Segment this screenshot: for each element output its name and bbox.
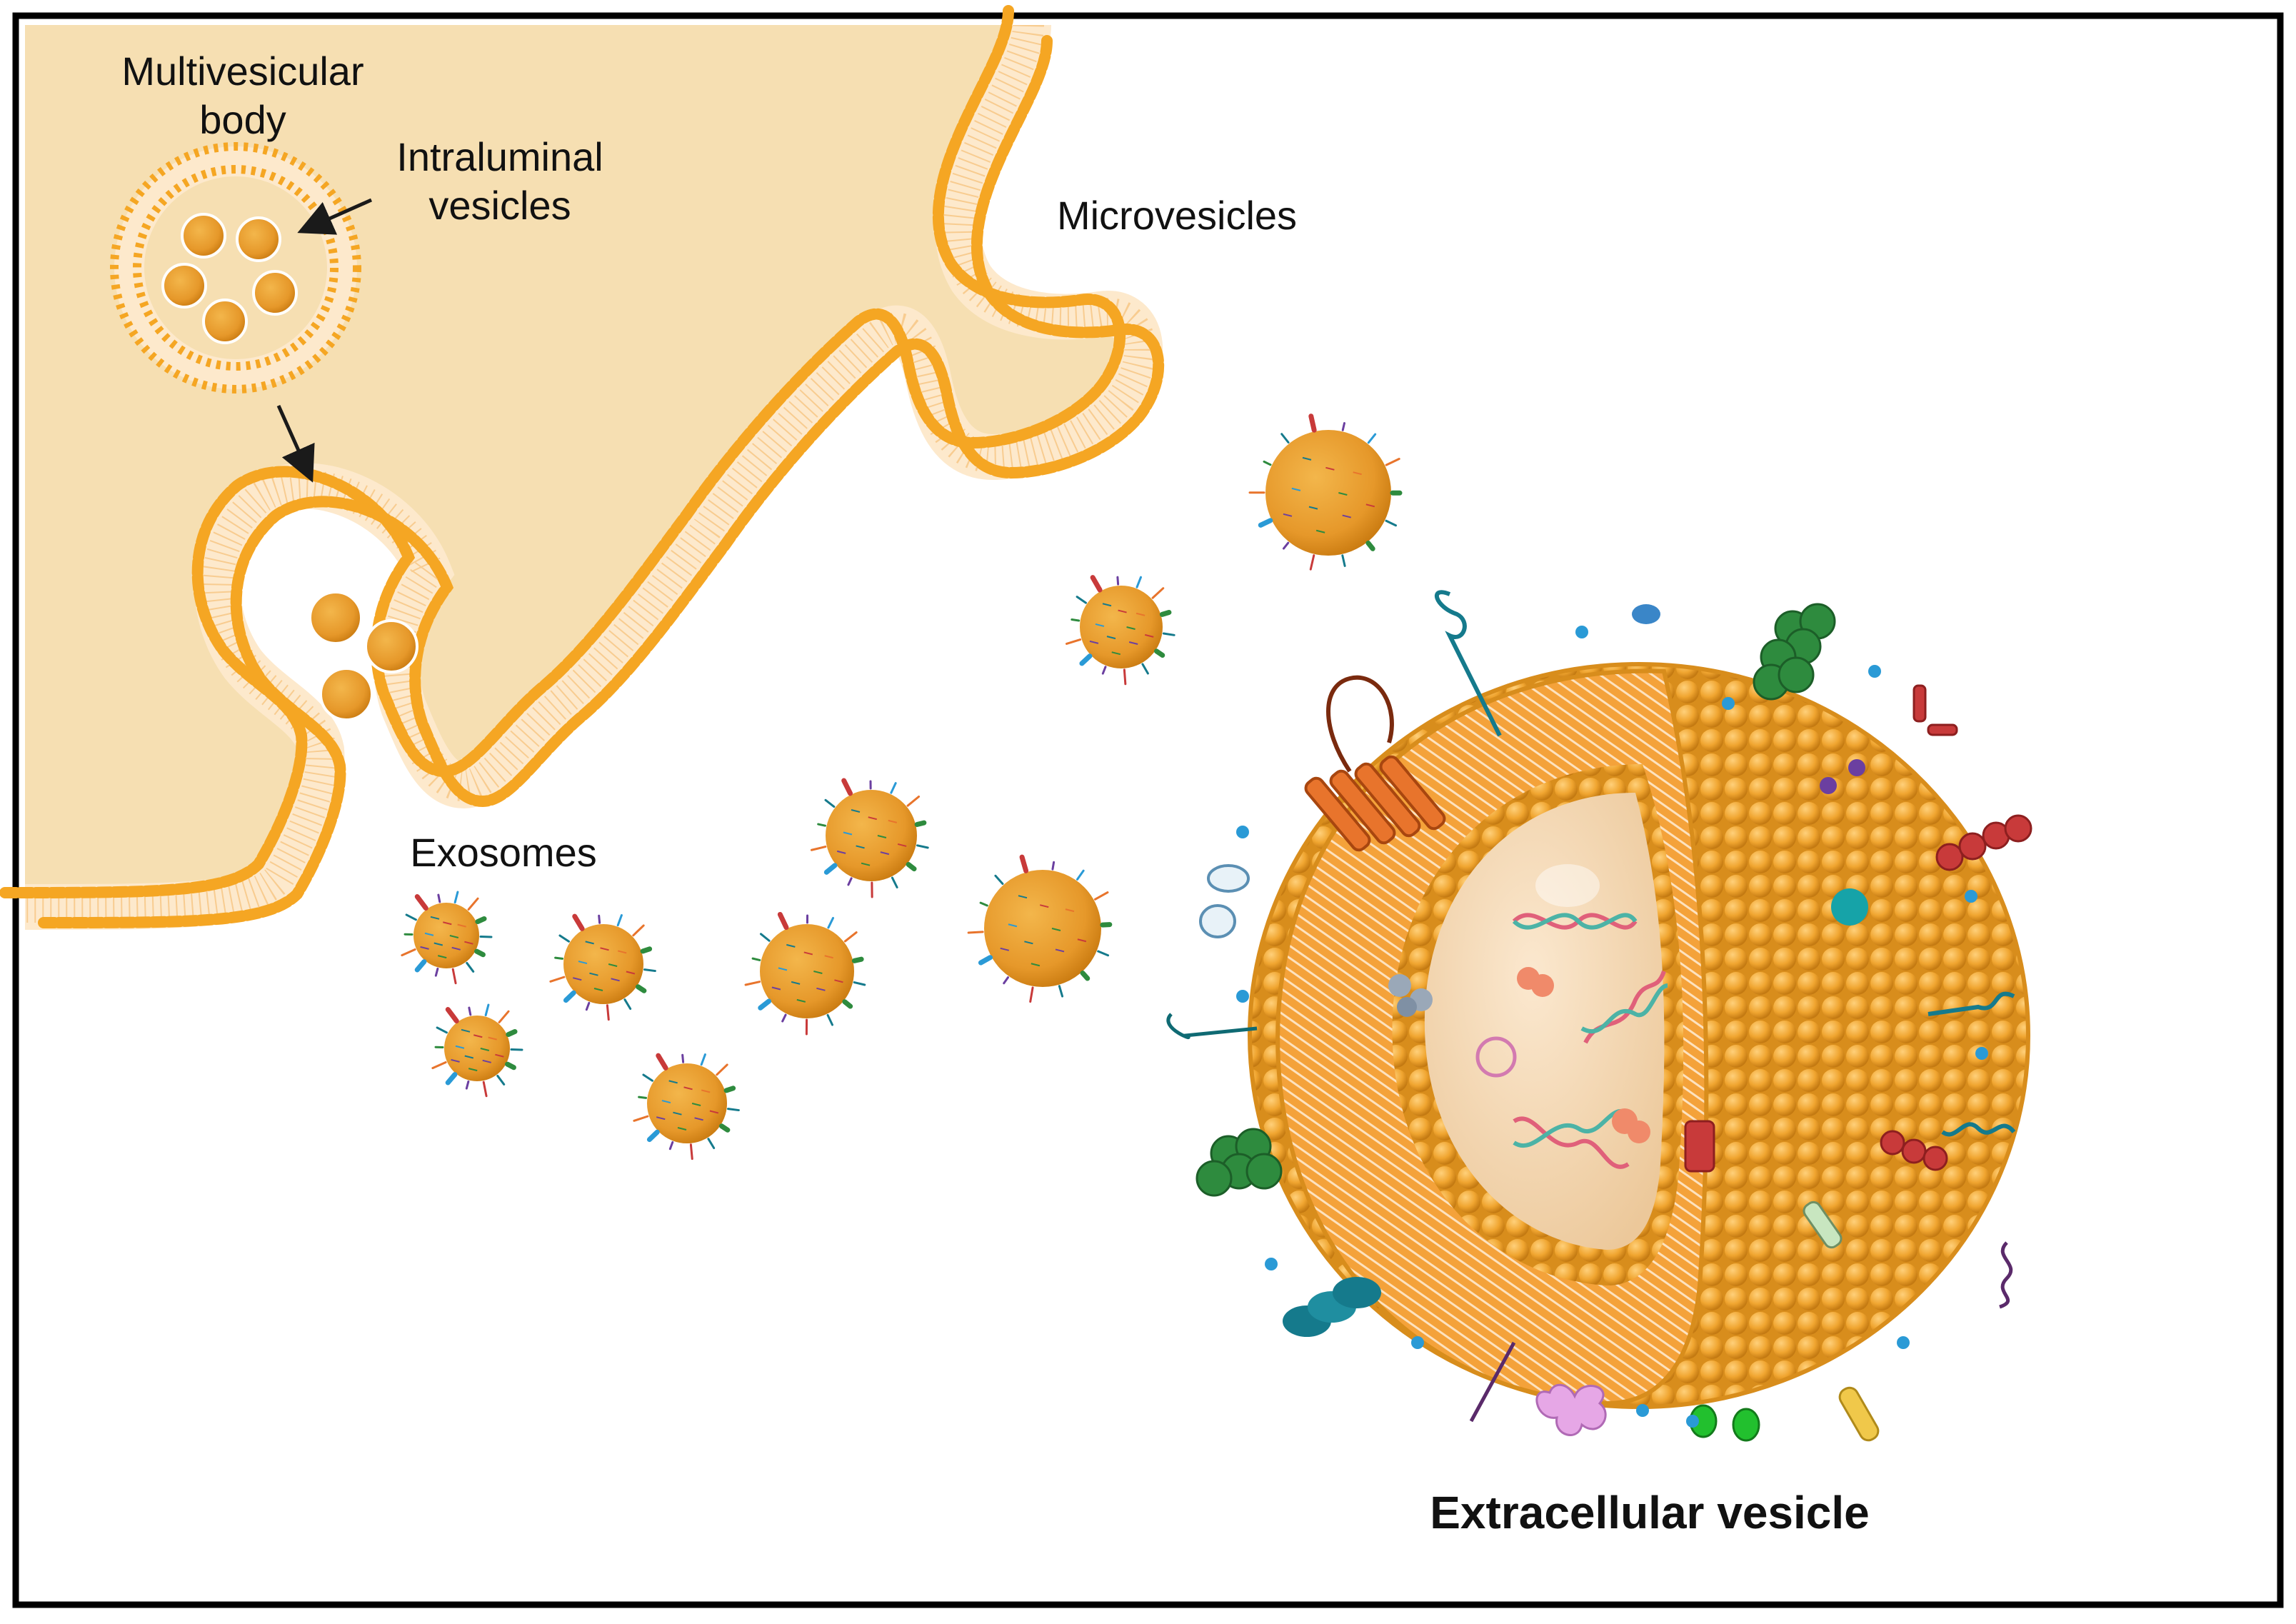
multivesicular-body-label-line1: Multivesicular: [100, 47, 386, 96]
multivesicular-body-icon: [114, 146, 357, 389]
intraluminal-vesicles-label-line2: vesicles: [364, 181, 636, 230]
exosomes-label: Exosomes: [389, 828, 618, 877]
multivesicular-body-label-line2: body: [100, 96, 386, 144]
microvesicles-label: Microvesicles: [1034, 191, 1320, 240]
multivesicular-body-label: Multivesicular body: [100, 47, 386, 144]
intraluminal-vesicles-label: Intraluminal vesicles: [364, 133, 636, 230]
extracellular-vesicle-label: Extracellular vesicle: [1400, 1485, 1900, 1540]
intraluminal-vesicles-label-line1: Intraluminal: [364, 133, 636, 181]
